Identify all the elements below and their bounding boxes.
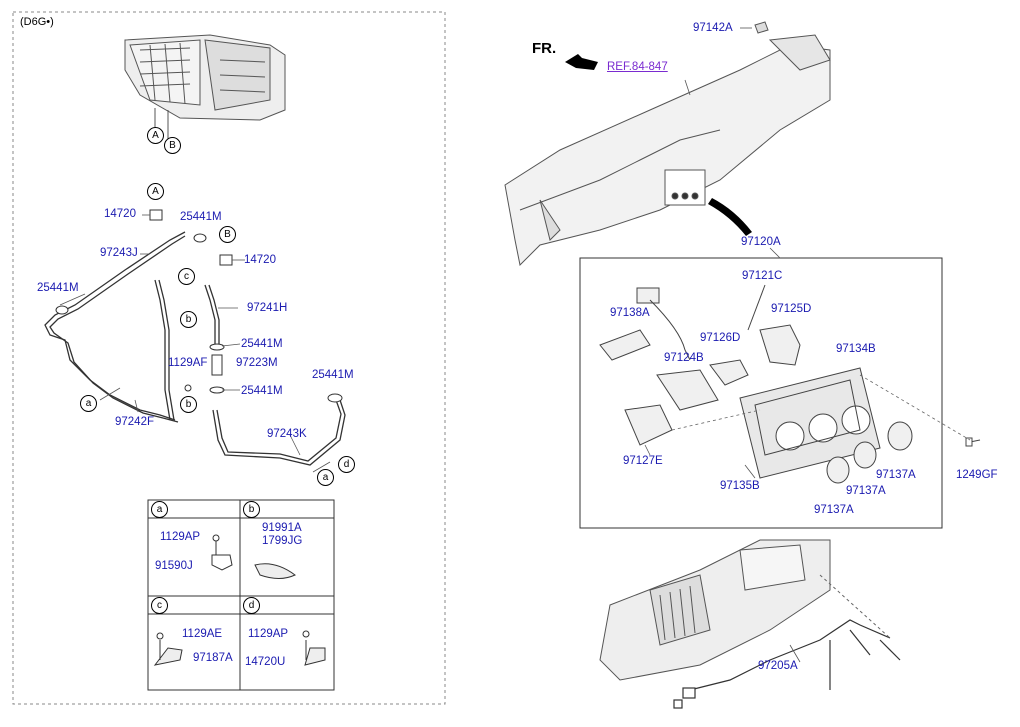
detail-parts-drawings	[153, 534, 326, 666]
part-label: 97243K	[267, 428, 307, 440]
callout-marker: c	[178, 268, 195, 285]
instrument-panel-drawing	[504, 21, 831, 267]
reference-link[interactable]: REF.84-847	[607, 61, 668, 73]
engine-variant-label: (D6G•)	[20, 16, 54, 28]
part-label: 97241H	[247, 302, 288, 314]
part-label: 97135B	[720, 480, 760, 492]
part-label: 97142A	[693, 22, 733, 34]
part-label: 97126D	[700, 332, 741, 344]
hvac-harness-dash	[819, 574, 891, 639]
right-leader-lines	[644, 27, 801, 663]
part-label: 97137A	[846, 485, 886, 497]
front-arrow	[565, 54, 598, 70]
callout-marker: A	[147, 127, 164, 144]
part-label: 1249GF	[956, 469, 998, 481]
part-label: 97187A	[193, 652, 233, 664]
wiring-harness	[673, 619, 901, 709]
front-direction-label: FR.	[532, 40, 557, 57]
part-label: 97121C	[742, 270, 783, 282]
part-label: 25441M	[312, 369, 354, 381]
part-label: 14720U	[245, 656, 286, 668]
part-label: 97120A	[741, 236, 781, 248]
callout-marker: b	[180, 396, 197, 413]
engine-variant-frame	[12, 11, 446, 705]
part-label: 25441M	[180, 211, 222, 223]
part-label: 97242F	[115, 416, 155, 428]
part-label: 97205A	[758, 660, 798, 672]
part-label: 97137A	[814, 504, 854, 516]
part-label: 97127E	[623, 455, 663, 467]
detail-panel-key: b	[243, 501, 260, 518]
heater-core-drawing	[124, 34, 286, 140]
part-label: 97243J	[100, 247, 138, 259]
detail-panel-key: c	[151, 597, 168, 614]
detail-panel-key: d	[243, 597, 260, 614]
detail-panel-key: a	[151, 501, 168, 518]
part-label: 14720	[244, 254, 276, 266]
leader-lines-left	[59, 214, 331, 473]
hvac-unit-drawing	[599, 539, 831, 681]
detail-table	[147, 499, 335, 691]
callout-marker: d	[338, 456, 355, 473]
callout-marker: a	[80, 395, 97, 412]
part-label: 97124B	[664, 352, 704, 364]
control-unit-frame	[579, 257, 943, 529]
part-label: 1129AP	[160, 531, 201, 543]
part-label: 97223M	[236, 357, 278, 369]
part-label: 25441M	[241, 385, 283, 397]
part-label: 97137A	[876, 469, 916, 481]
part-label: 97134B	[836, 343, 876, 355]
callout-marker: b	[180, 311, 197, 328]
part-label: 1799JG	[262, 535, 303, 547]
part-label: 1129AE	[182, 628, 223, 640]
part-label: 91590J	[155, 560, 193, 572]
part-label: 97125D	[771, 303, 812, 315]
callout-marker: a	[317, 469, 334, 486]
part-label: 97138A	[610, 307, 650, 319]
part-label: 14720	[104, 208, 136, 220]
panel-pointer-arrow	[708, 198, 752, 236]
callout-marker: A	[147, 183, 164, 200]
callout-marker: B	[164, 137, 181, 154]
part-label: 1129AF	[168, 357, 208, 369]
part-label: 1129AP	[248, 628, 289, 640]
control-unit-parts	[599, 284, 981, 484]
part-label: 91991A	[262, 522, 302, 534]
part-label: 25441M	[37, 282, 79, 294]
callout-marker: B	[219, 226, 236, 243]
part-label: 25441M	[241, 338, 283, 350]
hose-fittings	[55, 209, 343, 403]
